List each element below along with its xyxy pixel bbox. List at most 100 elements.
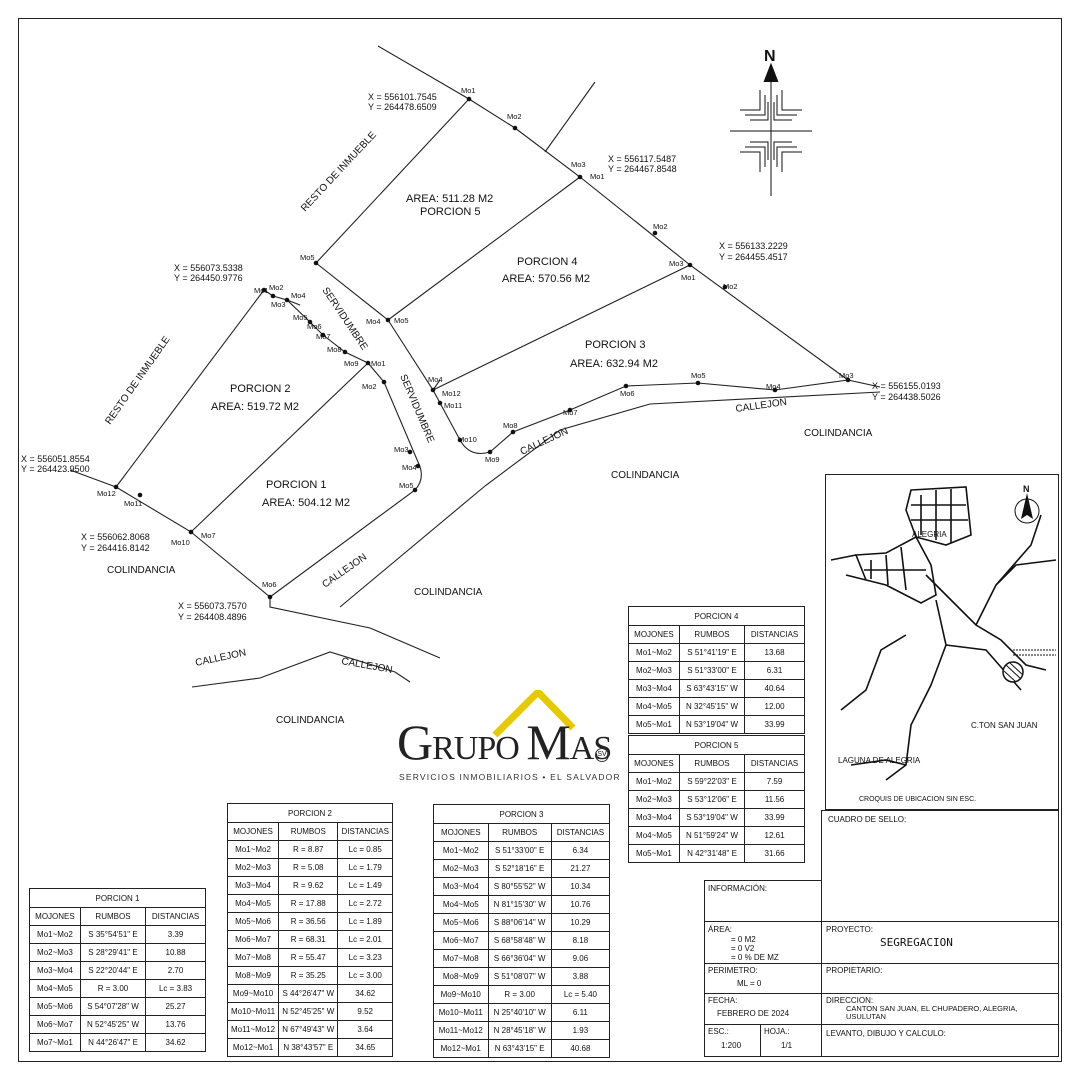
porcion1-name: PORCION 1 — [266, 479, 327, 491]
coord-x: X = 556051.8554 — [21, 454, 90, 464]
seal-box: CUADRO DE SELLO: — [821, 810, 1059, 922]
rumbos-cell: S 28°29'41" E — [79, 943, 147, 962]
rumbos-cell: S 59°22'03" E — [678, 772, 746, 791]
rumbos-cell: S 88°06'14" W — [487, 913, 552, 932]
town-label: ALEGRIA — [912, 530, 947, 539]
marker-label: Mo1 — [371, 359, 386, 368]
logo-letter: RUPO — [432, 730, 527, 767]
rumbos-cell: R = 17.88 — [278, 894, 339, 913]
coordinate-labels: X = 556101.7545 Y = 264478.6509 X = 5561… — [21, 92, 941, 622]
distancias-cell: 33.99 — [744, 715, 805, 734]
sheet-box: HOJA.: 1/1 — [760, 1024, 822, 1057]
marker-label: Mo3 — [394, 445, 409, 454]
marker-label: Mo5 — [394, 316, 409, 325]
marker-label: Mo7 — [563, 408, 578, 417]
rumbos-cell: R = 36.56 — [278, 912, 339, 931]
marker-label: Mo11 — [124, 499, 142, 508]
grupo-mas-logo: GRUPO MAS SV SERVICIOS INMOBILIARIOS • E… — [395, 690, 625, 785]
mojones-cell: Mo9~Mo10 — [433, 985, 489, 1004]
compass-letter: N — [1023, 484, 1030, 494]
mojones-cell: Mo7~Mo1 — [29, 1033, 81, 1052]
distancias-cell: 34.62 — [145, 1033, 206, 1052]
mojones-cell: Mo7~Mo8 — [226, 948, 280, 967]
coord-x: X = 556117.5487 — [608, 154, 676, 164]
rumbos-cell: N 67°49'43" W — [278, 1020, 339, 1039]
marker-label: Mo6 — [307, 322, 322, 331]
project-value: SEGREGACION — [880, 936, 953, 949]
boundary-extension — [377, 45, 470, 100]
rumbos-cell: S 53°12'06" E — [678, 790, 746, 809]
mojones-cell: Mo6~Mo7 — [433, 931, 489, 950]
date-value: FEBRERO DE 2024 — [717, 1009, 790, 1018]
perimeter-value: ML = 0 — [737, 979, 762, 988]
mojones-cell: Mo2~Mo3 — [628, 661, 680, 680]
distancias-cell: 8.18 — [550, 931, 611, 950]
boundary-extension — [69, 469, 117, 488]
header-cell: MOJONES — [29, 907, 81, 926]
north-letter: N — [764, 48, 776, 65]
colindancia-label: COLINDANCIA — [804, 428, 873, 439]
porcion2-name: PORCION 2 — [230, 383, 291, 395]
mojones-cell: Mo5~Mo1 — [628, 844, 680, 863]
mojones-cell: Mo11~Mo12 — [226, 1020, 280, 1039]
distancias-cell: 10.29 — [550, 913, 611, 932]
marker-label: Mo9 — [485, 455, 500, 464]
distancias-cell: Lc = 1.79 — [337, 858, 393, 877]
mojones-cell: Mo5~Mo6 — [226, 912, 280, 931]
mojones-cell: Mo3~Mo4 — [433, 877, 489, 896]
date-label: FECHA: — [708, 996, 738, 1005]
sheet-frame — [18, 18, 1062, 1062]
rumbos-cell: N 53°19'04" W — [678, 715, 746, 734]
header-cell: RUMBOS — [487, 823, 552, 842]
marker-label: Mo8 — [327, 345, 342, 354]
mojones-cell: Mo11~Mo12 — [433, 1021, 489, 1040]
mojones-cell: Mo4~Mo5 — [628, 826, 680, 845]
mojones-cell: Mo5~Mo6 — [433, 913, 489, 932]
callejon-edge — [339, 391, 881, 608]
coord-y: Y = 264423.9500 — [21, 464, 90, 474]
rumbos-cell: N 42°31'48" E — [678, 844, 746, 863]
colindancia-label: COLINDANCIA — [276, 715, 345, 726]
marker-label: Mo4 — [366, 317, 381, 326]
distancias-cell: Lc = 3.23 — [337, 948, 393, 967]
scale-box: ESC.: 1:200 — [704, 1024, 761, 1057]
perimeter-label: PERIMETRO: — [708, 966, 758, 975]
logo-sv-badge: SV — [595, 748, 609, 762]
coord-y: Y = 264450.9776 — [174, 273, 243, 283]
marker-label: Mo7 — [201, 531, 216, 540]
porcion1-area: AREA: 504.12 M2 — [262, 497, 350, 509]
distancias-cell: 3.64 — [337, 1020, 393, 1039]
mojones-cell: Mo10~Mo11 — [433, 1003, 489, 1022]
distancias-cell: Lc = 1.49 — [337, 876, 393, 895]
rumbos-cell: S 63°43'15" W — [678, 679, 746, 698]
distancias-cell: 21.27 — [550, 859, 611, 878]
info-box: INFORMACIÓN: — [704, 880, 822, 922]
mojones-cell: Mo6~Mo7 — [29, 1015, 81, 1034]
rumbos-cell: S 51°41'19" E — [678, 643, 746, 662]
marker-label: Mo2 — [723, 282, 738, 291]
table-title: PORCION 3 — [433, 804, 610, 824]
mojones-cell: Mo1~Mo2 — [433, 841, 489, 860]
distancias-cell: 7.59 — [744, 772, 805, 791]
marker-label: Mo2 — [362, 382, 377, 391]
owner-box: PROPIETARIO: — [821, 963, 1059, 994]
info-label: INFORMACIÓN: — [708, 884, 768, 893]
mojones-cell: Mo5~Mo1 — [628, 715, 680, 734]
